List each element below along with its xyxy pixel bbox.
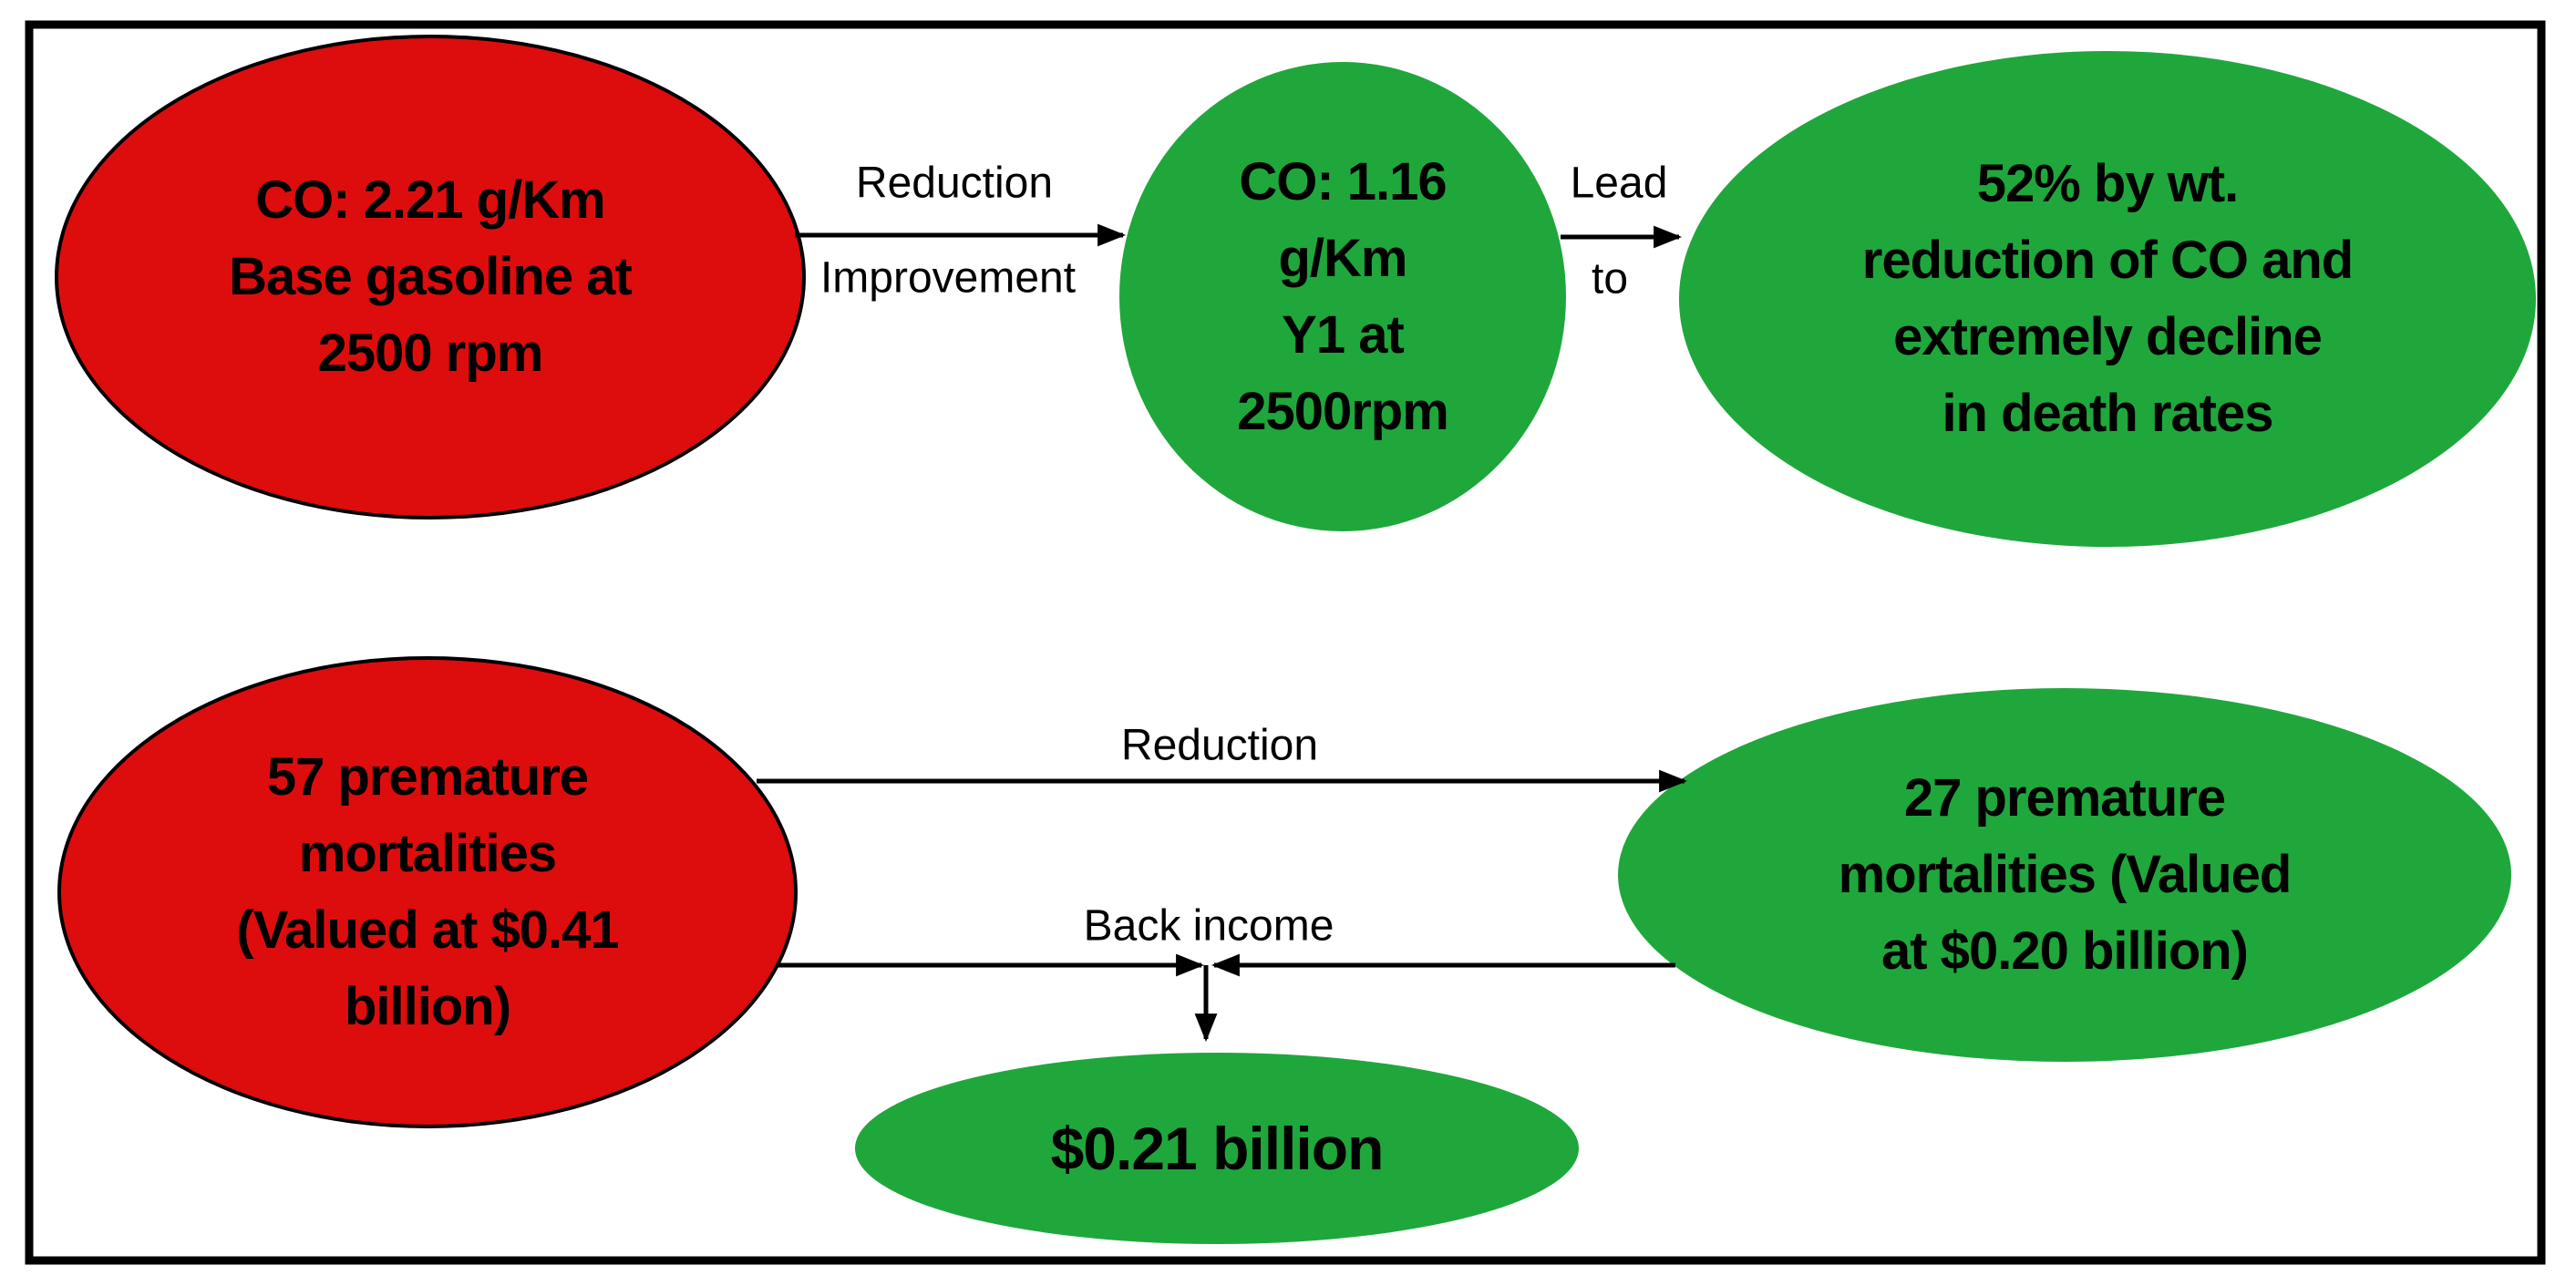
label-improvement: Improvement [819,253,1077,303]
node-co-base-gasoline: CO: 2.21 g/Km Base gasoline at 2500 rpm [55,35,806,520]
label-lead: Lead [1570,159,1668,208]
node-mortalities-base: 57 premature mortalities (Valued at $0.4… [57,656,798,1128]
node-co-reduction-result: 52% by wt. reduction of CO and extremely… [1679,51,2536,547]
node-back-income-amount: $0.21 billion [855,1053,1579,1244]
label-to: to [1591,254,1629,303]
node-mortalities-y1: 27 premature mortalities (Valued at $0.2… [1618,688,2511,1062]
label-reduction-bottom: Reduction [1120,721,1319,770]
label-reduction-top: Reduction [855,159,1054,208]
label-back-income: Back income [1083,901,1334,951]
node-co-y1: CO: 1.16 g/Km Y1 at 2500rpm [1119,62,1566,531]
